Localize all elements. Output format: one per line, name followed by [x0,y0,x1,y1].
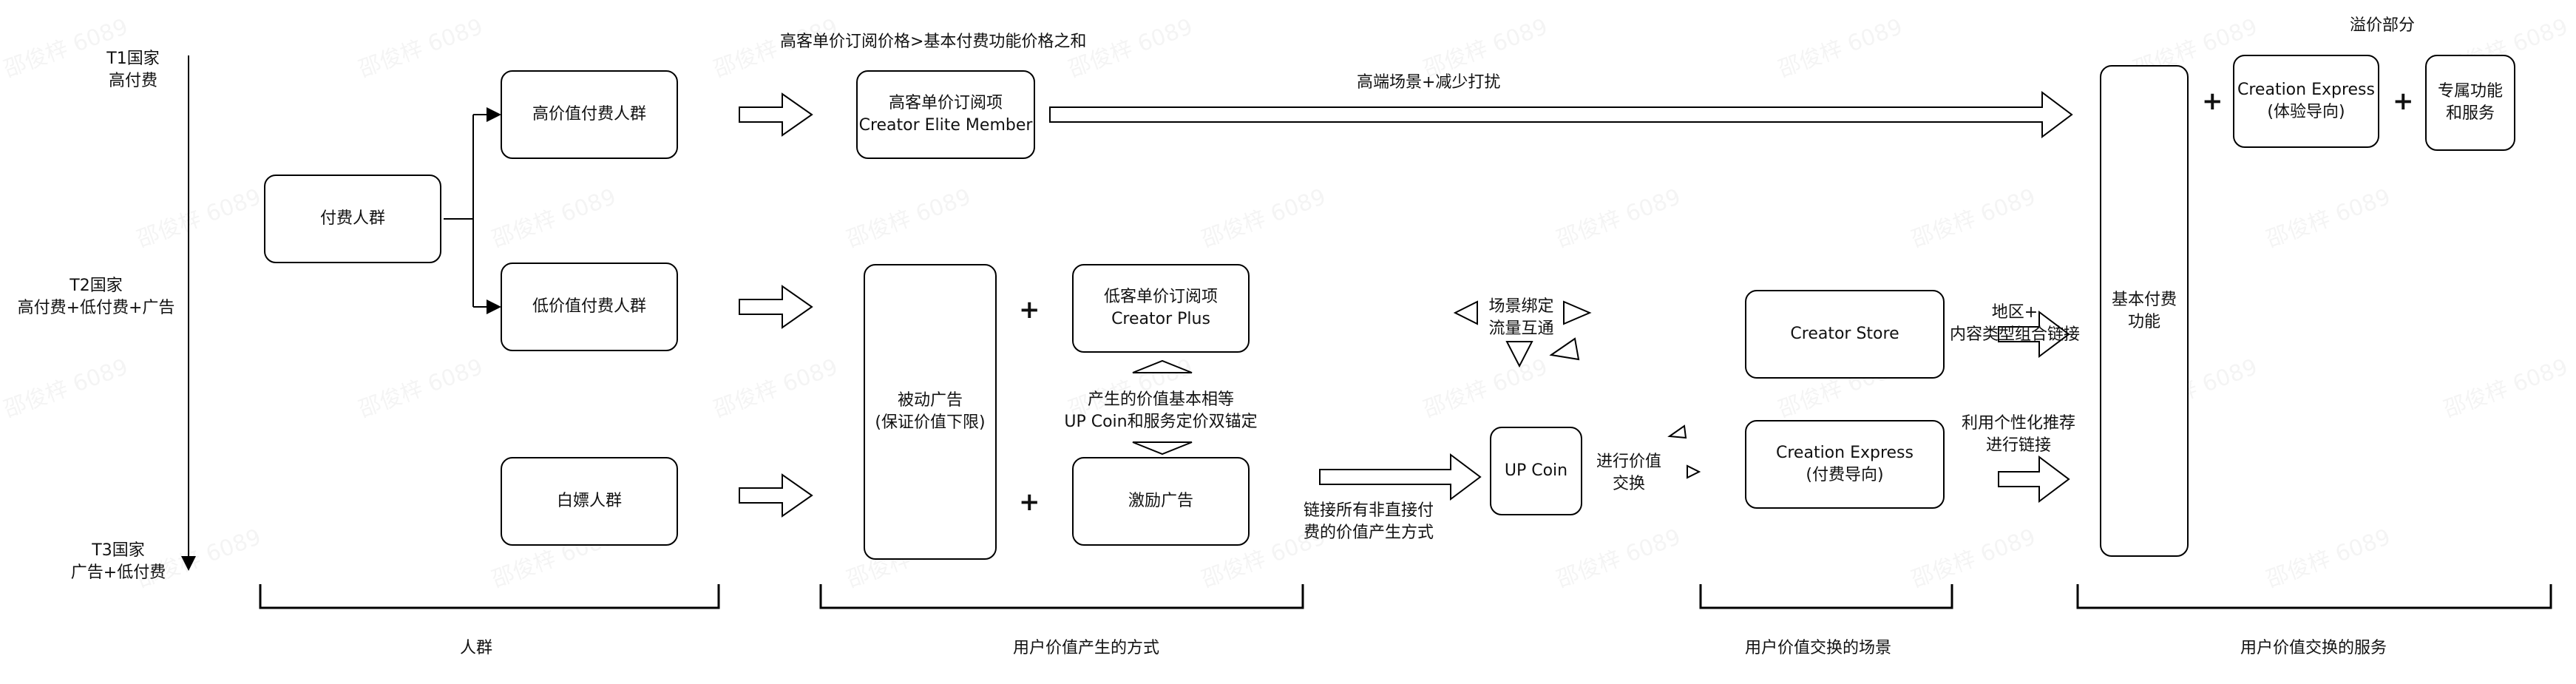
plus-sign: + [2393,87,2414,116]
triangle-down-small-icon [1505,341,1533,368]
plus-sign: + [2202,87,2223,116]
high-value-crowd-box: 高价值付费人群 [501,70,678,159]
block-arrow-to-upcoin [1319,453,1482,501]
tiny-arrow-right-icon [1687,464,1701,479]
bracket-exchange-service [2076,584,2552,609]
recommendation-link-note: 利用个性化推荐 进行链接 [1961,414,2075,455]
region-t1-label: T1国家 高付费 [106,50,160,90]
region-t2-label: T2国家 高付费+低付费+广告 [17,277,175,317]
exchange-note: 进行价值 交换 [1596,453,1661,493]
paying-split-connector [444,107,501,314]
triangle-up-icon [1132,359,1193,373]
section-label-value-generation: 用户价值产生的方式 [1013,639,1160,657]
section-label-crowd: 人群 [460,639,493,657]
elite-member-box: 高客单价订阅项 Creator Elite Member [856,70,1035,159]
high-end-note: 高端场景+减少打扰 [1357,73,1501,92]
up-coin-box: UP Coin [1490,427,1582,515]
freeloader-crowd-box: 白嫖人群 [501,457,678,546]
bracket-value-generation [819,584,1304,609]
top-caption: 高客单价订阅价格>基本付费功能价格之和 [780,33,1087,51]
triangle-right-icon [1563,300,1592,325]
creation-express-paid-box: Creation Express (付费导向) [1745,420,1945,509]
block-arrow-express [1998,456,2070,503]
creation-express-exp-box: Creation Express (体验导向) [2233,55,2379,148]
bracket-crowd [259,584,720,609]
triangle-left-icon [1453,300,1478,325]
incentive-ad-box: 激励广告 [1072,457,1250,546]
creator-plus-box: 低客单价订阅项 Creator Plus [1072,264,1250,353]
premium-label: 溢价部分 [2350,16,2416,35]
plus-sign: + [1019,295,1040,325]
triangle-diag-icon [1549,337,1580,361]
plus-sign: + [1019,487,1040,517]
basic-paid-feature-box: 基本付费 功能 [2100,65,2189,557]
section-label-exchange-scene: 用户价值交换的场景 [1745,639,1892,657]
bracket-exchange-scene [1699,584,1953,609]
block-arrow-store [1998,311,2070,358]
triangle-down-icon [1132,441,1193,456]
equal-value-note: 产生的价值基本相等 UP Coin和服务定价双锚定 [1064,390,1258,431]
scene-binding-note: 场景绑定 流量互通 [1488,297,1554,338]
block-arrow-free [739,473,813,518]
passive-ad-box: 被动广告 (保证价值下限) [864,264,997,560]
block-arrow-low [739,285,813,329]
region-content-link-note: 地区+ 内容类型组合链接 [1949,303,2080,344]
paying-crowd-box: 付费人群 [264,175,441,263]
region-t3-label: T3国家 广告+低付费 [70,541,166,582]
block-arrow-high [739,92,813,137]
exclusive-service-box: 专属功能 和服务 [2425,55,2515,151]
low-value-crowd-box: 低价值付费人群 [501,263,678,351]
section-label-exchange-service: 用户价值交换的服务 [2240,639,2387,657]
block-arrow-elite-long [1049,91,2073,138]
link-note: 链接所有非直接付 费的价值产生方式 [1304,501,1434,542]
creator-store-box: Creator Store [1745,290,1945,379]
tiny-arrow-up-icon [1667,424,1687,439]
